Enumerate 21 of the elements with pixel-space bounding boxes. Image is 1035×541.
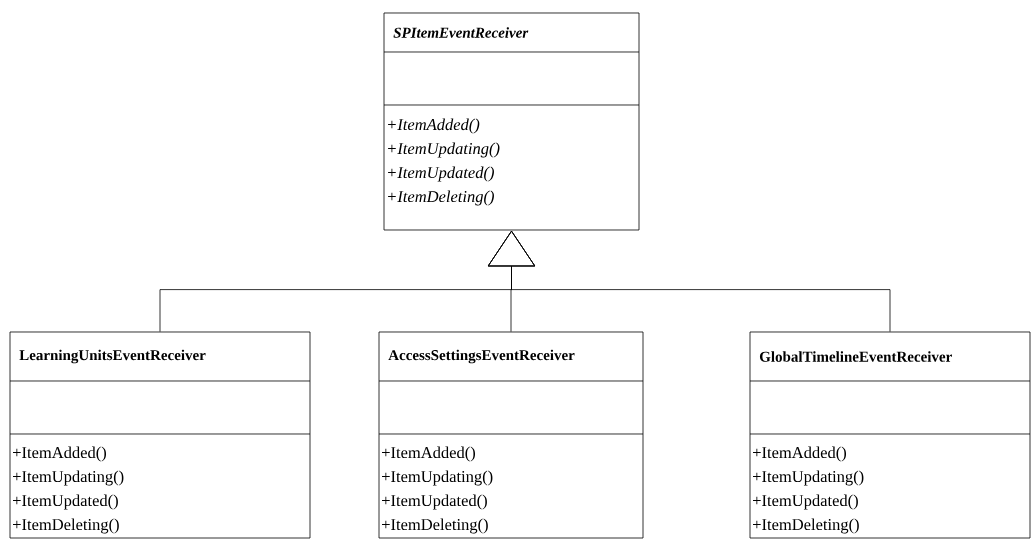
class-name: AccessSettingsEventReceiver [388, 349, 575, 364]
inheritance-arrow [487, 230, 891, 332]
method-name: +ItemUpdated() [13, 494, 118, 510]
method-name: +ItemUpdating() [13, 470, 124, 486]
class-name: SPItemEventReceiver [393, 27, 529, 38]
method-name: +ItemUpdating() [388, 142, 500, 158]
method-name: +ItemAdded() [388, 118, 480, 134]
method-name: +ItemDeleting() [13, 518, 119, 534]
method-name: +ItemUpdated() [388, 166, 494, 182]
method-name: +ItemUpdated() [382, 494, 487, 510]
method-name: +ItemAdded() [753, 446, 846, 462]
method-name: +ItemAdded() [382, 446, 475, 462]
method-name: +ItemDeleting() [382, 518, 488, 534]
method-name: +ItemUpdating() [382, 470, 493, 486]
method-name: +ItemDeleting() [388, 190, 494, 206]
class-name: LearningUnitsEventReceiver [19, 349, 206, 364]
method-name: +ItemDeleting() [753, 518, 859, 534]
method-name: +ItemUpdated() [753, 494, 858, 510]
class-name: GlobalTimelineEventReceiver [759, 351, 952, 362]
method-name: +ItemUpdating() [753, 470, 864, 486]
method-name: +ItemAdded() [13, 446, 106, 462]
